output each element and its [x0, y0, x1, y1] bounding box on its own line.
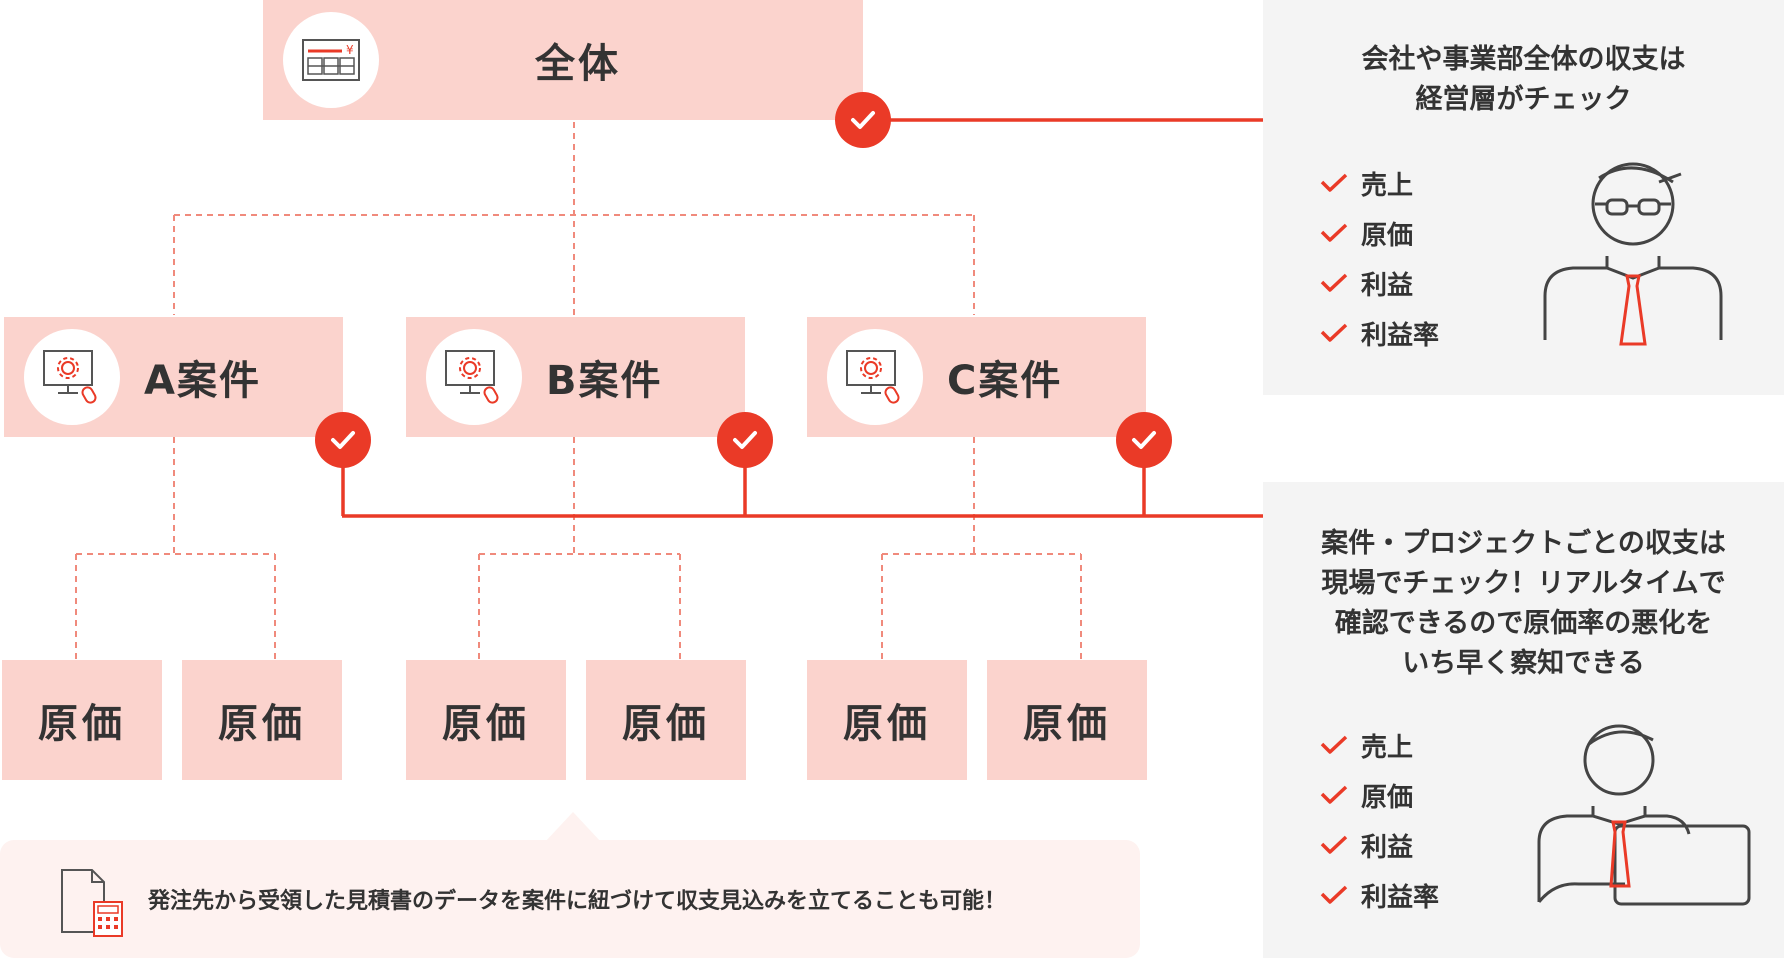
project-node-a: A案件: [4, 317, 343, 437]
check-item: 利益: [1319, 258, 1439, 308]
check-icon: [331, 431, 355, 449]
monitor-gear-icon: [426, 329, 522, 425]
cost-node-b1: 原価: [406, 660, 566, 780]
bubble-tail: [545, 812, 601, 842]
check-icon: [1320, 223, 1348, 242]
project-label-a: A案件: [144, 358, 261, 404]
document-calculator-icon: [61, 869, 123, 937]
project-label-b: B案件: [546, 358, 663, 404]
cost-node-c2: 原価: [987, 660, 1147, 780]
worker-laptop-icon: [1537, 724, 1751, 906]
check-icon: [1320, 323, 1348, 342]
executive-panel: 会社や事業部全体の収支は 経営層がチェック 売上 原価 利益 利益率: [1263, 0, 1784, 395]
check-icon: [1320, 173, 1348, 192]
check-icon: [1132, 431, 1156, 449]
note-bubble: 発注先から受領した見積書のデータを案件に紐づけて収支見込みを立てることも可能！: [0, 840, 1140, 958]
overall-node: ¥ 全体: [263, 0, 863, 120]
check-item: 原価: [1319, 770, 1439, 820]
monitor-gear-icon: [827, 329, 923, 425]
check-icon: [1320, 735, 1348, 754]
check-badge-a: [315, 412, 371, 468]
cost-node-c1: 原価: [807, 660, 967, 780]
check-icon: [1320, 885, 1348, 904]
cost-node-b2: 原価: [586, 660, 746, 780]
field-panel-heading: 案件・プロジェクトごとの収支は 現場でチェック！リアルタイムで 確認できるので原…: [1321, 528, 1726, 679]
check-icon: [733, 431, 757, 449]
check-item: 利益: [1319, 820, 1439, 870]
svg-text:¥: ¥: [346, 43, 354, 57]
field-panel: 案件・プロジェクトごとの収支は 現場でチェック！リアルタイムで 確認できるので原…: [1263, 482, 1784, 958]
cost-node-a2: 原価: [182, 660, 342, 780]
check-item: 利益率: [1319, 870, 1439, 920]
executive-panel-heading: 会社や事業部全体の収支は 経営層がチェック: [1361, 44, 1686, 115]
check-item: 売上: [1319, 720, 1439, 770]
project-node-b: B案件: [406, 317, 745, 437]
check-icon: [1320, 835, 1348, 854]
check-icon: [851, 111, 875, 129]
executive-check-list: 売上 原価 利益 利益率: [1319, 158, 1439, 358]
executive-glasses-icon: [1543, 162, 1723, 346]
project-label-c: C案件: [947, 358, 1063, 404]
check-item: 原価: [1319, 208, 1439, 258]
project-node-c: C案件: [807, 317, 1146, 437]
check-badge-b: [717, 412, 773, 468]
check-icon: [1320, 273, 1348, 292]
cost-node-a1: 原価: [2, 660, 162, 780]
check-badge-overall: [835, 92, 891, 148]
check-item: 利益率: [1319, 308, 1439, 358]
invoice-icon: ¥: [283, 12, 379, 108]
check-icon: [1320, 785, 1348, 804]
check-badge-c: [1116, 412, 1172, 468]
overall-label: 全体: [535, 41, 621, 87]
field-check-list: 売上 原価 利益 利益率: [1319, 720, 1439, 920]
check-item: 売上: [1319, 158, 1439, 208]
monitor-gear-icon: [24, 329, 120, 425]
bubble-text: 発注先から受領した見積書のデータを案件に紐づけて収支見込みを立てることも可能！: [148, 889, 1007, 914]
